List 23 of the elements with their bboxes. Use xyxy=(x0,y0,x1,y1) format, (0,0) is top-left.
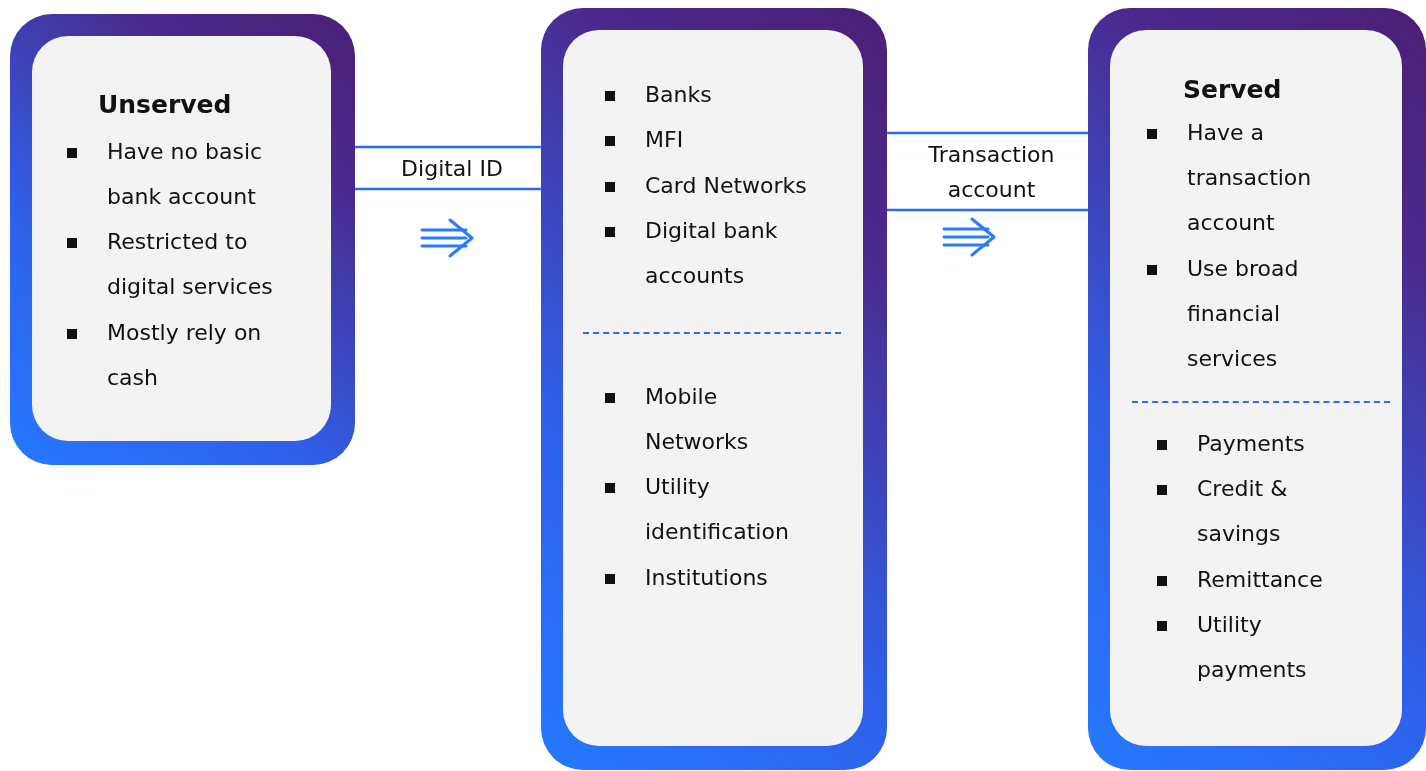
double-line-connector xyxy=(885,131,1090,212)
bullet-item: Restricted to digital services xyxy=(67,219,317,309)
bullet-item: Mostly rely on cash xyxy=(67,310,317,400)
double-line-connector xyxy=(353,145,543,191)
bullet-item: Utility payments xyxy=(1157,602,1327,692)
bullet-item: Digital bank accounts xyxy=(605,208,820,298)
gradient-frame xyxy=(1088,8,1426,770)
bullet-item: Mobile Networks xyxy=(605,374,775,464)
bullet-item: Utility identification xyxy=(605,464,835,554)
heading: Unserved xyxy=(98,89,233,121)
gradient-frame xyxy=(541,8,887,770)
bullet-item: Have a transaction account xyxy=(1147,110,1347,245)
bullet-item: Card Networks xyxy=(605,163,865,208)
bullet-item: Credit & savings xyxy=(1157,466,1317,556)
bullet-item: Payments xyxy=(1157,421,1387,466)
bullet-item: Have no basic bank account xyxy=(67,129,317,219)
gradient-frame xyxy=(10,14,355,465)
heading: Served xyxy=(1183,74,1283,106)
bullet-item: Use broad financial services xyxy=(1147,246,1327,381)
bullet-item: Remittance xyxy=(1157,557,1387,602)
bullet-item: MFI xyxy=(605,117,855,162)
bullet-item: Banks xyxy=(605,72,855,117)
bullet-item: Institutions xyxy=(605,555,855,600)
